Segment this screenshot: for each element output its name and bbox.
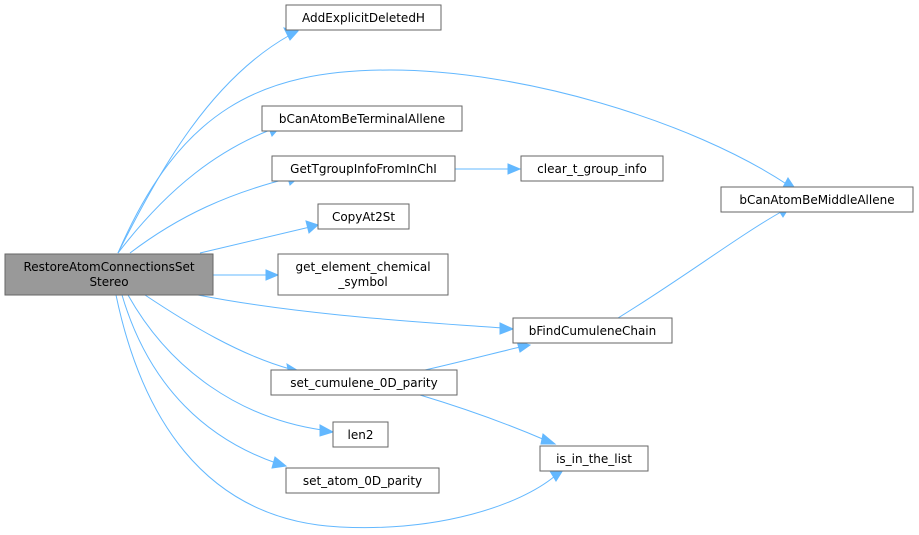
- node-label-line1: get_element_chemical: [295, 260, 430, 274]
- node-label-line1: RestoreAtomConnectionsSet: [23, 260, 194, 274]
- node-bfindcumulenechain[interactable]: bFindCumuleneChain: [512, 317, 673, 344]
- node-label-line2: _symbol: [337, 275, 387, 289]
- node-gettgroupinfofrominchi[interactable]: GetTgroupInfoFromInChI: [271, 155, 456, 182]
- edge-gettgroup-to-cleartgroup: [455, 163, 522, 175]
- node-label: CopyAt2St: [332, 210, 395, 224]
- node-label: GetTgroupInfoFromInChI: [290, 162, 437, 176]
- node-clear-t-group-info[interactable]: clear_t_group_info: [520, 155, 664, 182]
- node-label: set_atom_0D_parity: [303, 474, 422, 488]
- node-is-in-the-list[interactable]: is_in_the_list: [539, 445, 649, 472]
- node-label: bFindCumuleneChain: [529, 324, 656, 338]
- node-bcanatombeterminalallene[interactable]: bCanAtomBeTerminalAllene: [261, 105, 463, 132]
- node-label: AddExplicitDeletedH: [302, 11, 425, 25]
- edge-root-to-addexplicit: [117, 27, 299, 254]
- node-label: bCanAtomBeMiddleAllene: [739, 193, 894, 207]
- node-set-cumulene-0d-parity[interactable]: set_cumulene_0D_parity: [270, 369, 458, 396]
- edge-findcumulene-to-middleallene: [617, 205, 791, 319]
- node-get-element-chemical-symbol[interactable]: get_element_chemical _symbol: [277, 253, 449, 296]
- edge-setcumulene-to-inlist: [419, 394, 557, 445]
- node-label: len2: [348, 428, 374, 442]
- node-bcanatombemiddleallene[interactable]: bCanAtomBeMiddleAllene: [720, 186, 914, 213]
- node-label: set_cumulene_0D_parity: [290, 376, 437, 390]
- node-copyat2st[interactable]: CopyAt2St: [317, 203, 410, 230]
- edge-root-to-findcumulene: [197, 294, 515, 335]
- node-restoreatomconnectionssetstereo[interactable]: RestoreAtomConnectionsSet Stereo: [4, 253, 214, 296]
- node-set-atom-0d-parity[interactable]: set_atom_0D_parity: [285, 467, 440, 494]
- edge-root-to-getelement: [213, 269, 280, 281]
- node-label-line2: Stereo: [89, 275, 128, 289]
- edge-root-to-setcumulene: [144, 294, 302, 376]
- edge-setcumulene-to-findcumulene: [424, 340, 532, 371]
- edge-root-to-setatom: [121, 294, 288, 469]
- node-len2[interactable]: len2: [332, 421, 389, 448]
- edge-root-to-middleallene: [117, 69, 797, 254]
- edge-root-to-len2: [127, 294, 335, 437]
- node-label: clear_t_group_info: [537, 162, 647, 176]
- node-label: is_in_the_list: [556, 452, 632, 466]
- node-label: bCanAtomBeTerminalAllene: [279, 112, 445, 126]
- edge-root-to-copyat2st: [199, 220, 319, 254]
- node-addexplicitdeletedh[interactable]: AddExplicitDeletedH: [285, 4, 442, 31]
